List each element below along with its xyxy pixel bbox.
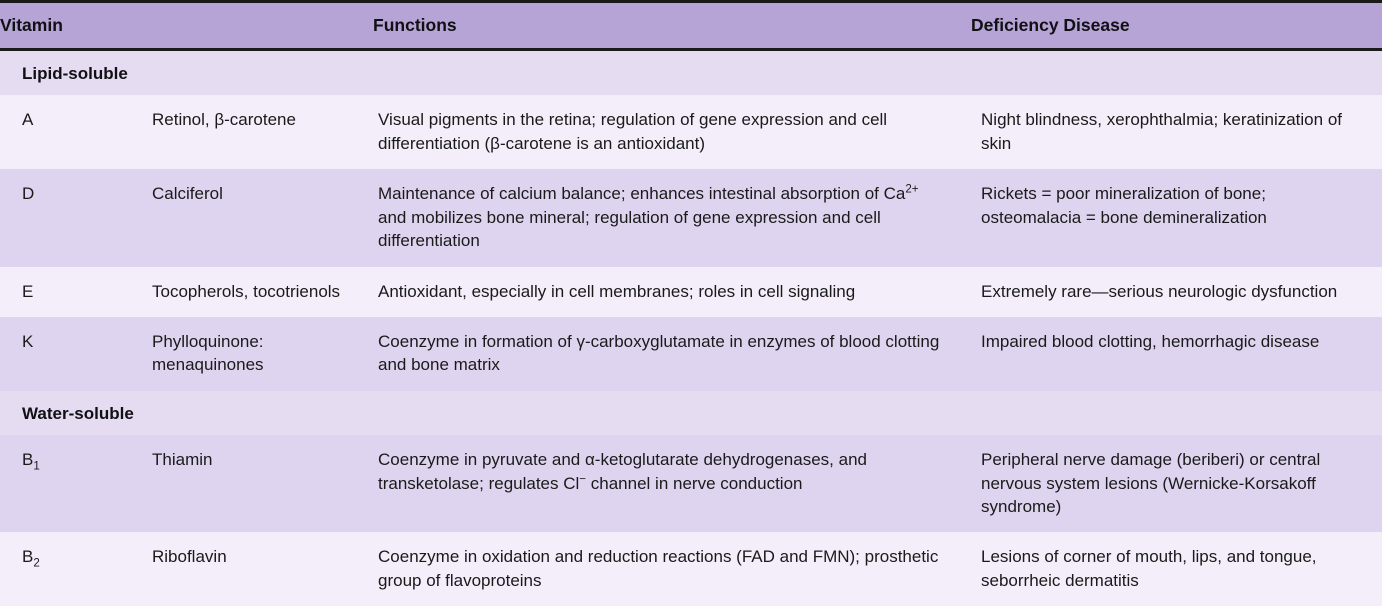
- functions-text-pre: Maintenance of calcium balance; enhances…: [378, 184, 906, 204]
- vitamin-subscript: 1: [33, 460, 40, 473]
- cell-vitamin: B1: [0, 435, 152, 533]
- cell-name: Thiamin: [152, 435, 374, 533]
- superscript-charge: −: [579, 472, 587, 485]
- section-label: Water-soluble: [0, 390, 1382, 436]
- vitamin-subscript: 2: [33, 557, 40, 570]
- cell-functions: Visual pigments in the retina; regulatio…: [373, 95, 972, 170]
- cell-vitamin: E: [0, 266, 152, 317]
- superscript-charge: 2+: [905, 183, 919, 196]
- vitamin-letter: B: [22, 450, 34, 470]
- cell-vitamin: K: [0, 316, 152, 391]
- section-label: Lipid-soluble: [0, 49, 1382, 96]
- cell-name: Riboflavin: [152, 532, 374, 606]
- cell-deficiency: Rickets = poor mineralization of bone; o…: [971, 169, 1382, 267]
- column-header-vitamin: Vitamin: [0, 0, 374, 51]
- cell-deficiency: Impaired blood clotting, hemorrhagic dis…: [971, 316, 1382, 391]
- column-header-functions: Functions: [373, 0, 972, 51]
- functions-text-pre: Coenzyme in pyruvate and α-ketoglutarate…: [378, 450, 867, 493]
- cell-functions: Antioxidant, especially in cell membrane…: [373, 266, 972, 317]
- table-body: Lipid-soluble A Retinol, β-carotene Visu…: [0, 49, 1382, 606]
- cell-vitamin: D: [0, 169, 152, 267]
- table-row: D Calciferol Maintenance of calcium bala…: [0, 169, 1382, 267]
- cell-name: Phylloquinone: menaquinones: [152, 316, 374, 391]
- functions-text-post: and mobilizes bone mineral; regulation o…: [378, 207, 881, 251]
- cell-functions: Maintenance of calcium balance; enhances…: [373, 169, 972, 267]
- section-header-water-soluble: Water-soluble: [0, 390, 1382, 436]
- cell-deficiency: Night blindness, xerophthalmia; keratini…: [971, 95, 1382, 170]
- vitamin-letter: B: [22, 547, 34, 567]
- cell-deficiency: Extremely rare—serious neurologic dysfun…: [971, 266, 1382, 317]
- functions-text-post: channel in nerve conduction: [586, 473, 803, 493]
- cell-deficiency: Peripheral nerve damage (beriberi) or ce…: [971, 435, 1382, 533]
- cell-vitamin: A: [0, 95, 152, 170]
- table-row: B2 Riboflavin Coenzyme in oxidation and …: [0, 532, 1382, 606]
- cell-functions: Coenzyme in formation of γ-carboxyglutam…: [373, 316, 972, 391]
- cell-name: Retinol, β-carotene: [152, 95, 374, 170]
- table-row: K Phylloquinone: menaquinones Coenzyme i…: [0, 316, 1382, 391]
- table-row: B1 Thiamin Coenzyme in pyruvate and α-ke…: [0, 435, 1382, 533]
- table-header: Vitamin Functions Deficiency Disease: [0, 0, 1382, 51]
- table-row: A Retinol, β-carotene Visual pigments in…: [0, 95, 1382, 170]
- column-header-deficiency-disease: Deficiency Disease: [971, 0, 1382, 51]
- header-row: Vitamin Functions Deficiency Disease: [0, 0, 1382, 51]
- cell-name: Calciferol: [152, 169, 374, 267]
- table-row: E Tocopherols, tocotrienols Antioxidant,…: [0, 266, 1382, 317]
- cell-vitamin: B2: [0, 532, 152, 606]
- section-header-lipid-soluble: Lipid-soluble: [0, 49, 1382, 96]
- cell-deficiency: Lesions of corner of mouth, lips, and to…: [971, 532, 1382, 606]
- cell-functions: Coenzyme in oxidation and reduction reac…: [373, 532, 972, 606]
- cell-name: Tocopherols, tocotrienols: [152, 266, 374, 317]
- cell-functions: Coenzyme in pyruvate and α-ketoglutarate…: [373, 435, 972, 533]
